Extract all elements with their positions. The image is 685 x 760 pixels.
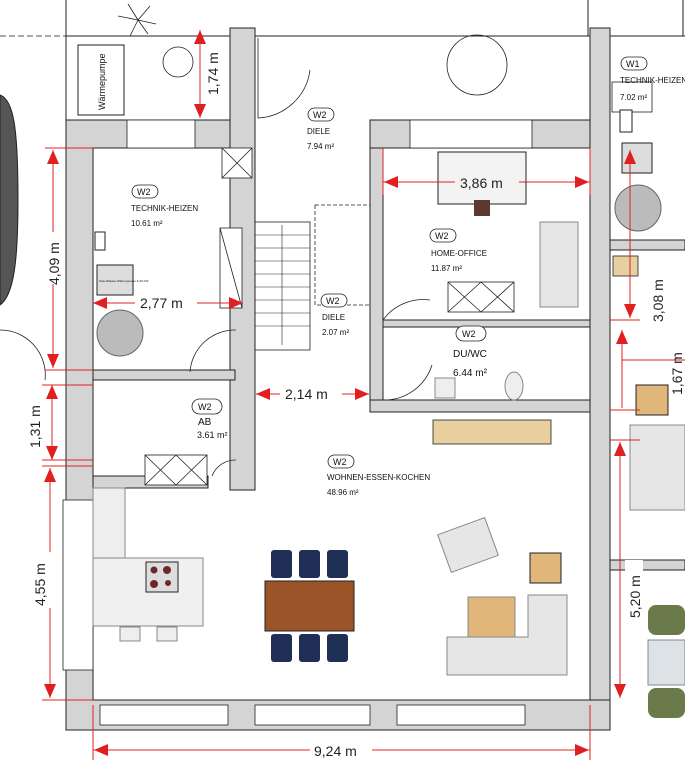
room-label-du-wc: W2 DU/WC 6.44 m² <box>453 325 488 379</box>
svg-text:DU/WC: DU/WC <box>453 349 487 360</box>
tank-icon <box>96 309 144 357</box>
dining-table <box>264 580 355 632</box>
outdoor-area: Wärmepumpe <box>0 0 685 381</box>
room-label-diele-2: W2 DIELE 2.07 m² <box>320 293 349 337</box>
svg-text:3,86 m: 3,86 m <box>460 175 503 191</box>
svg-text:1,31 m: 1,31 m <box>27 405 43 448</box>
doors <box>189 38 433 477</box>
svg-text:4,09 m: 4,09 m <box>46 242 62 285</box>
svg-text:4,55 m: 4,55 m <box>32 563 48 606</box>
dimension-4-55: 4,55 m <box>32 465 93 701</box>
svg-text:W2: W2 <box>313 110 327 120</box>
plant-icon <box>446 34 508 96</box>
dimension-3-86: 3,86 m <box>382 148 591 195</box>
dimension-2-77: 2,77 m <box>93 293 243 311</box>
dimension-4-09: 4,09 m <box>45 147 93 371</box>
dimension-1-31: 1,31 m <box>27 384 93 461</box>
svg-text:2,77 m: 2,77 m <box>140 295 183 311</box>
svg-text:W2: W2 <box>198 402 212 412</box>
room-label-home-office: W2 HOME-OFFICE 11.87 m² <box>429 228 487 273</box>
dimension-2-14: 2,14 m <box>256 385 369 403</box>
heat-pump-label: Wärmepumpe <box>97 53 107 110</box>
svg-text:1,74 m: 1,74 m <box>205 52 221 95</box>
svg-text:W2: W2 <box>462 329 476 339</box>
room-label-wohnen-essen-kochen: W2 WOHNEN-ESSEN-KOCHEN 48.96 m² <box>327 454 430 497</box>
svg-text:TECHNIK-HEIZEN: TECHNIK-HEIZEN <box>620 76 685 85</box>
coffee-table <box>467 596 516 638</box>
sink <box>434 377 456 399</box>
cooktop <box>145 561 179 593</box>
svg-text:DIELE: DIELE <box>322 313 345 322</box>
office-chair <box>474 200 490 216</box>
windows <box>62 81 653 726</box>
svg-text:DIELE: DIELE <box>307 127 330 136</box>
svg-text:48.96 m²: 48.96 m² <box>327 488 359 497</box>
brine-heat-pump <box>96 264 134 296</box>
plant-icon <box>162 46 194 78</box>
staircase[interactable] <box>254 204 371 351</box>
svg-text:HOME-OFFICE: HOME-OFFICE <box>431 249 487 258</box>
room-label-technik-heizen: W2 TECHNIK-HEIZEN 10.61 m² <box>131 184 198 228</box>
heat-pump-unit <box>77 44 125 116</box>
dimension-3-08: 3,08 m <box>610 150 666 322</box>
dimension-1-74: 1,74 m <box>194 30 221 118</box>
corner-sofa <box>446 594 568 676</box>
svg-text:1,67 m: 1,67 m <box>669 352 685 395</box>
svg-text:3,08 m: 3,08 m <box>650 279 666 322</box>
dimension-9-24: 9,24 m <box>92 705 591 760</box>
svg-text:7.94 m²: 7.94 m² <box>307 142 334 151</box>
toilet <box>504 371 524 401</box>
car-icon <box>0 94 19 306</box>
svg-text:11.87 m²: 11.87 m² <box>431 264 462 273</box>
dimension-5-20: 5,20 m <box>610 439 643 698</box>
svg-text:W2: W2 <box>326 296 340 306</box>
palm-icon <box>117 3 157 37</box>
svg-text:10.61 m²: 10.61 m² <box>131 219 163 228</box>
svg-text:2,14 m: 2,14 m <box>285 386 328 402</box>
svg-text:9,24 m: 9,24 m <box>314 743 357 759</box>
svg-text:WOHNEN-ESSEN-KOCHEN: WOHNEN-ESSEN-KOCHEN <box>327 473 430 482</box>
sofa <box>539 221 579 308</box>
dimension-1-67: 1,67 m <box>610 330 685 411</box>
tank-icon <box>614 184 662 232</box>
cabinets <box>144 147 639 486</box>
svg-text:W2: W2 <box>333 457 347 467</box>
brine-heat-pump-label: Sole-Wasser-Wärmepumpe 6-20 KW <box>99 279 149 283</box>
svg-text:AB: AB <box>198 417 212 428</box>
svg-text:W2: W2 <box>137 187 151 197</box>
svg-text:5,20 m: 5,20 m <box>627 575 643 618</box>
armchair <box>437 517 499 573</box>
svg-text:2.07 m²: 2.07 m² <box>322 328 349 337</box>
svg-text:W1: W1 <box>626 59 640 69</box>
room-label-diele: W2 DIELE 7.94 m² <box>307 107 334 151</box>
svg-text:TECHNIK-HEIZEN: TECHNIK-HEIZEN <box>131 204 198 213</box>
room-label-technik-heizen-w1: W1 TECHNIK-HEIZEN 7.02 m² <box>620 56 685 102</box>
svg-text:6.44 m²: 6.44 m² <box>453 368 488 379</box>
room-label-ab: W2 AB 3.61 m² <box>191 398 228 440</box>
svg-text:3.61 m²: 3.61 m² <box>197 430 228 440</box>
svg-text:W2: W2 <box>435 231 449 241</box>
svg-text:7.02 m²: 7.02 m² <box>620 93 647 102</box>
